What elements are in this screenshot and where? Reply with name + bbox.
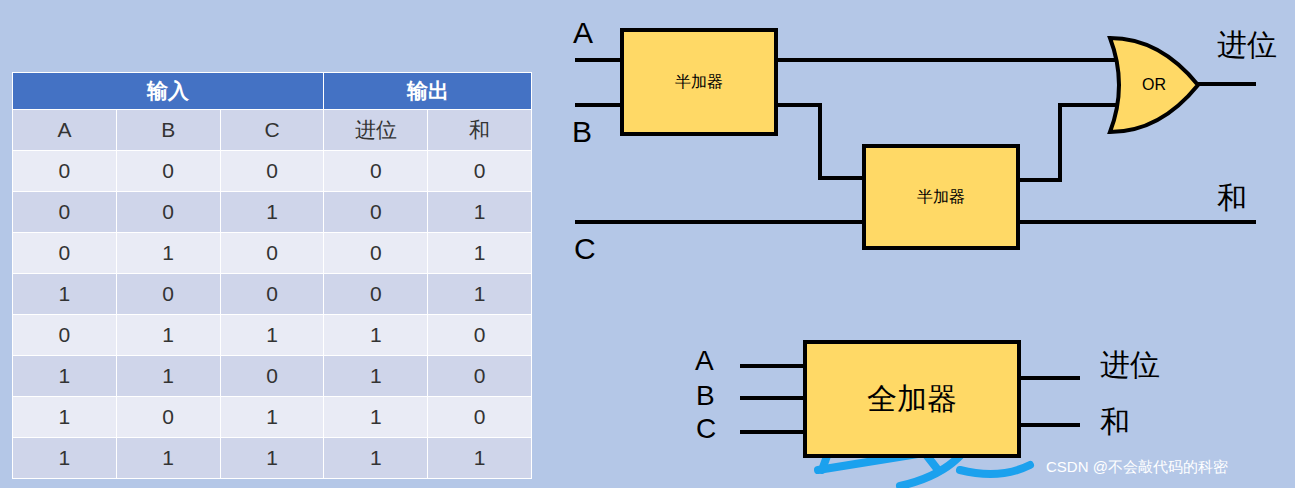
signal-wire (1018, 105, 1119, 180)
table-cell: 0 (116, 274, 220, 315)
signal-wire (776, 105, 864, 178)
table-cell: 1 (116, 438, 220, 479)
input-wire (575, 103, 622, 107)
pin-name: 进位 (1100, 348, 1160, 381)
table-cell: 1 (324, 356, 428, 397)
signal-name: C (574, 232, 596, 265)
half-adder-box: 半加器 (620, 28, 778, 136)
table-cell: 1 (220, 315, 324, 356)
table-cell: 0 (324, 192, 428, 233)
table-row: 00101 (13, 192, 532, 233)
table-cell: 0 (324, 151, 428, 192)
pin-name: B (696, 381, 715, 412)
signal-name: B (572, 115, 592, 148)
table-cell: 输出 (324, 73, 532, 110)
table-cell: 1 (324, 315, 428, 356)
table-cell: 输入 (13, 73, 324, 110)
table-row: 10110 (13, 397, 532, 438)
table-cell: 0 (13, 315, 117, 356)
table-cell: 1 (220, 192, 324, 233)
watermark: CSDN @不会敲代码的科密 (1046, 459, 1228, 476)
table-row: ABC进位和 (13, 110, 532, 151)
table-cell: 1 (13, 397, 117, 438)
table-cell: 0 (116, 151, 220, 192)
table-cell: 1 (116, 356, 220, 397)
table-cell: 0 (428, 151, 532, 192)
input-pin (740, 364, 805, 368)
pin-name: 和 (1100, 405, 1130, 438)
table-cell: 0 (428, 315, 532, 356)
table-cell: 0 (116, 397, 220, 438)
table-cell: 1 (116, 315, 220, 356)
table-cell: 1 (116, 233, 220, 274)
table-cell: C (220, 110, 324, 151)
table-cell: 0 (324, 274, 428, 315)
input-pin (740, 430, 805, 434)
pin-name: A (695, 346, 714, 377)
truth-table: 输入输出ABC进位和000000010101001100010111011010… (12, 72, 532, 479)
table-cell: 0 (428, 397, 532, 438)
node-label: 全加器 (867, 379, 957, 420)
table-cell: 1 (13, 274, 117, 315)
input-wire (575, 220, 864, 224)
table-cell: 0 (13, 151, 117, 192)
input-pin (740, 396, 805, 400)
table-row: 01110 (13, 315, 532, 356)
table-row: 00000 (13, 151, 532, 192)
output-name: 和 (1217, 181, 1247, 214)
table-cell: 进位 (324, 110, 428, 151)
pin-name: C (696, 414, 716, 445)
signal-name: A (573, 16, 593, 49)
table-cell: 0 (13, 192, 117, 233)
output-wire (1198, 82, 1256, 86)
table-row: 11010 (13, 356, 532, 397)
table-cell: 1 (428, 233, 532, 274)
table-row: 01001 (13, 233, 532, 274)
table-row: 11111 (13, 438, 532, 479)
output-pin (1019, 376, 1080, 380)
table-cell: 1 (220, 397, 324, 438)
table-row: 10001 (13, 274, 532, 315)
table-cell: 1 (220, 438, 324, 479)
node-label: OR (1142, 76, 1166, 94)
node-label: 半加器 (917, 187, 965, 208)
table-cell: 1 (428, 438, 532, 479)
node-label: 半加器 (675, 72, 723, 93)
table-cell: 1 (324, 397, 428, 438)
table-cell: 1 (13, 438, 117, 479)
output-name: 进位 (1217, 28, 1277, 61)
table-cell: 和 (428, 110, 532, 151)
table-cell: 1 (428, 192, 532, 233)
input-wire (575, 58, 622, 62)
signal-wire (776, 58, 1116, 62)
output-pin (1019, 423, 1080, 427)
table-cell: 0 (220, 151, 324, 192)
table-cell: B (116, 110, 220, 151)
table-cell: A (13, 110, 117, 151)
table-header: 输入输出 (13, 73, 532, 110)
table-cell: 0 (116, 192, 220, 233)
table-cell: 0 (220, 274, 324, 315)
full-adder-box: 全加器 (803, 340, 1021, 458)
output-wire (1018, 220, 1256, 224)
table-cell: 0 (13, 233, 117, 274)
half-adder-box: 半加器 (862, 144, 1020, 250)
or-gate: OR (1108, 36, 1200, 134)
table-cell: 1 (324, 438, 428, 479)
table-cell: 1 (13, 356, 117, 397)
table-cell: 0 (428, 356, 532, 397)
table-cell: 0 (220, 356, 324, 397)
table-cell: 0 (220, 233, 324, 274)
table-cell: 1 (428, 274, 532, 315)
table-cell: 0 (324, 233, 428, 274)
